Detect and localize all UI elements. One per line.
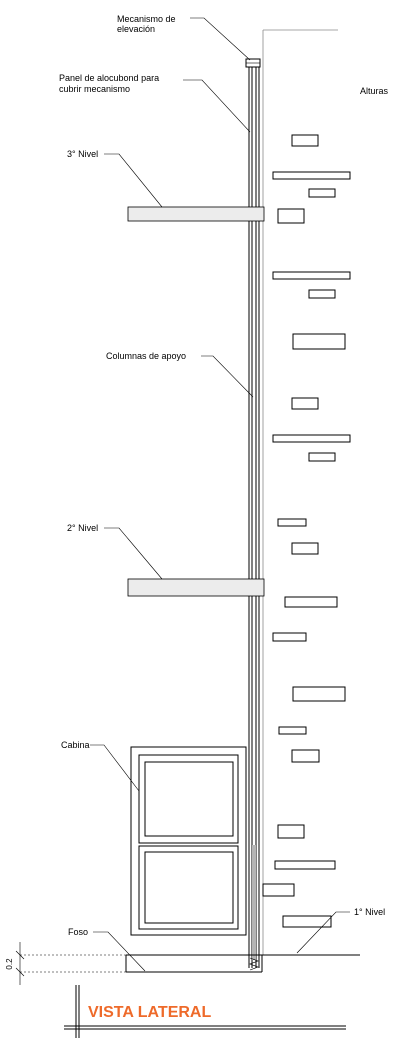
slab-level-2 [127,578,265,597]
label-nivel-1: 1° Nivel [354,907,385,917]
dimension-label: 0.2 [5,958,14,970]
label-alturas: Alturas [360,86,389,96]
view-title: VISTA LATERAL [88,1004,211,1021]
slab-level-3 [127,206,265,222]
label-mecanismo-2: elevación [117,24,155,34]
label-mecanismo-1: Mecanismo de [117,14,176,24]
facade-windows [262,134,351,928]
cabin [130,746,247,936]
label-columnas: Columnas de apoyo [106,351,186,361]
label-cabina: Cabina [61,740,90,750]
building-facade [262,29,338,955]
label-nivel-2: 2° Nivel [67,523,98,533]
pit [20,954,360,973]
lifting-mechanism [245,58,261,68]
support-columns [248,66,260,968]
label-nivel-3: 3° Nivel [67,149,98,159]
label-panel-2: cubrir mecanismo [59,84,130,94]
label-panel-1: Panel de alocubond para [59,73,159,83]
title-block [64,985,346,1038]
pit-dimension: 0.2 [5,942,25,985]
label-foso: Foso [68,927,88,937]
